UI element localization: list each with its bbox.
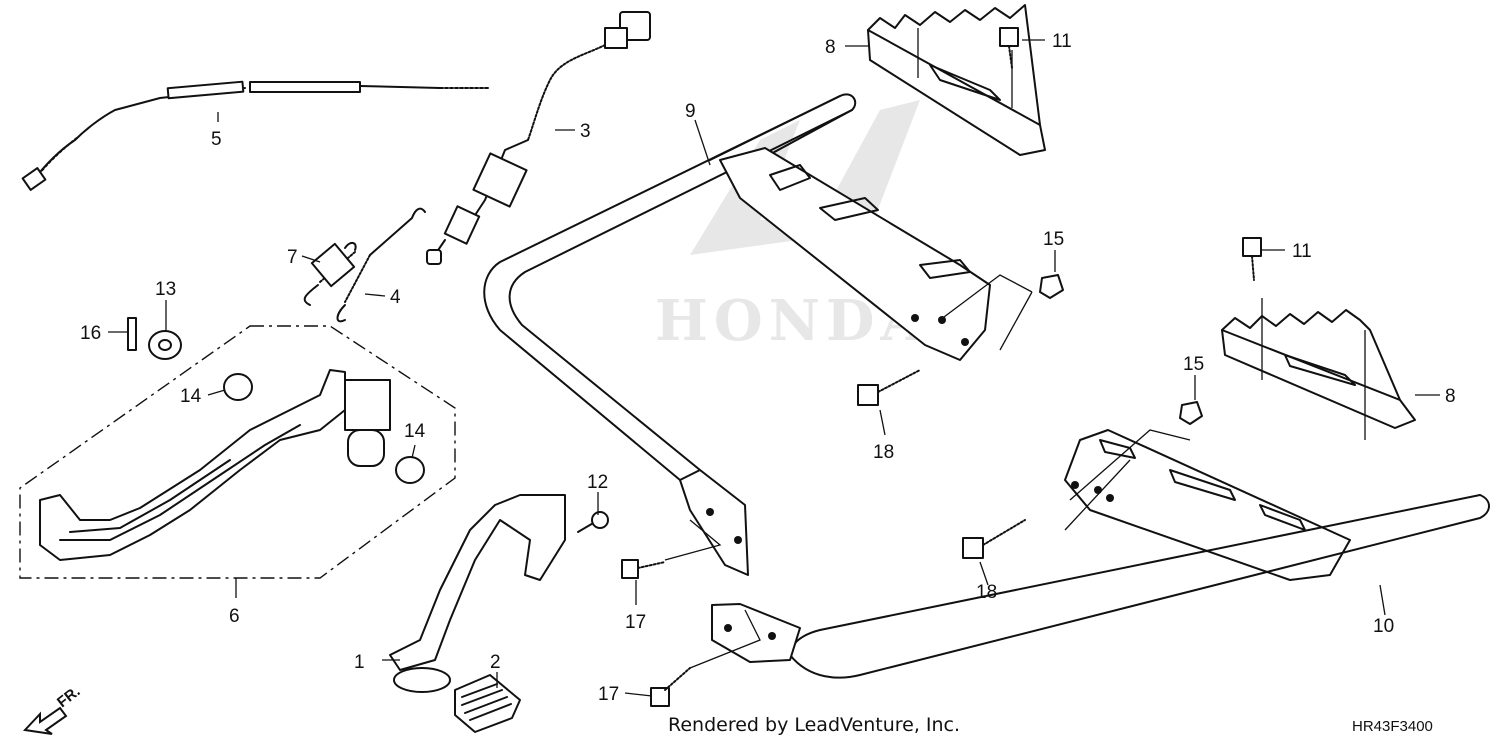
leader-lines [108, 39, 1440, 697]
bolt-11b-part [1242, 237, 1262, 281]
callout-10: 10 [1373, 616, 1394, 637]
callout-12: 12 [587, 472, 608, 493]
callout-labels: 1 2 3 4 5 6 7 8 8 9 10 11 11 12 13 14 14… [80, 31, 1456, 705]
brake-pedal-assembly [19, 325, 456, 579]
step-bar-9-part [483, 93, 991, 576]
bolt-17b-part [650, 667, 691, 707]
callout-5: 5 [211, 129, 222, 150]
spring-7-part [303, 242, 357, 306]
pin-part [127, 317, 137, 351]
callout-1: 1 [354, 652, 365, 673]
callout-17b: 17 [598, 684, 619, 705]
front-direction-indicator: FR. [22, 683, 84, 735]
nut-15a-part [1039, 274, 1064, 299]
nut-15b-part [1179, 401, 1203, 425]
pedal-pad-part [454, 674, 521, 733]
diagram-code: HR43F3400 [1352, 718, 1433, 735]
callout-15b: 15 [1183, 354, 1204, 375]
callout-15a: 15 [1043, 229, 1064, 250]
callout-7: 7 [287, 247, 298, 268]
callout-8b: 8 [1445, 386, 1456, 407]
brake-arm-part [389, 494, 566, 693]
bolt-12-part [577, 511, 609, 533]
washer-13-part [148, 330, 182, 360]
callout-14b: 14 [404, 421, 426, 442]
callout-8a: 8 [825, 37, 836, 58]
bolt-17a-part [621, 559, 666, 579]
callout-6: 6 [229, 606, 240, 627]
callout-3: 3 [580, 121, 591, 142]
front-label: FR. [54, 683, 84, 711]
bolt-18a-part [857, 369, 921, 406]
render-credit: Rendered by LeadVenture, Inc. [668, 714, 960, 736]
bolt-11a-part [999, 27, 1019, 69]
callout-16: 16 [80, 323, 101, 344]
callout-4: 4 [390, 287, 401, 308]
spring-4-part [336, 207, 426, 323]
callout-11b: 11 [1292, 241, 1312, 262]
footrest-8a-part [867, 4, 1046, 156]
step-bar-10-part [711, 429, 1490, 679]
callout-2: 2 [490, 652, 501, 673]
callout-9: 9 [685, 101, 696, 122]
callout-17a: 17 [625, 612, 646, 633]
cable-part [21, 80, 491, 191]
callout-14a: 14 [180, 386, 202, 407]
footrest-8b-part [1221, 298, 1416, 440]
bolt-18b-part [962, 519, 1026, 559]
callout-18b: 18 [976, 582, 997, 603]
callout-18a: 18 [873, 442, 894, 463]
brake-switch-part [426, 11, 651, 265]
callout-13: 13 [155, 279, 176, 300]
callout-11a: 11 [1052, 31, 1072, 52]
